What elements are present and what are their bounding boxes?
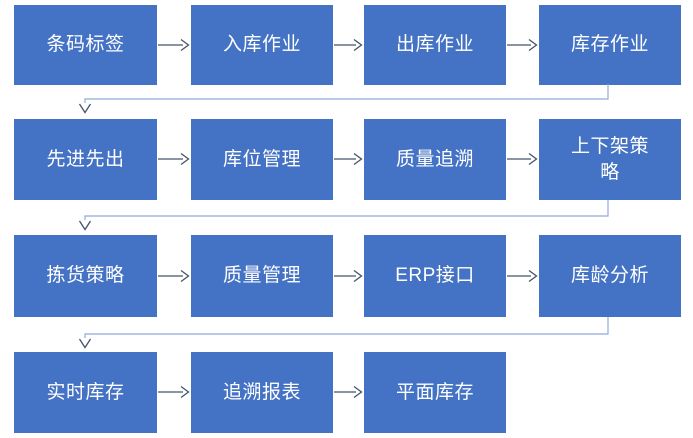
flow-node-拣货策略[interactable]: 拣货策略 [14, 235, 157, 317]
arrow-right-icon [157, 37, 191, 53]
flow-node-label: 平面库存 [395, 381, 474, 403]
flow-node-label: ERP接口 [395, 265, 475, 287]
flow-node-追溯报表[interactable]: 追溯报表 [191, 352, 333, 433]
flow-node-先进先出[interactable]: 先进先出 [14, 119, 157, 200]
flow-node-库存作业[interactable]: 库存作业 [539, 5, 681, 85]
flow-node-label: 先进先出 [46, 148, 125, 170]
flow-node-label: 库龄分析 [570, 265, 649, 287]
arrow-right-icon [333, 384, 364, 400]
arrow-right-icon [333, 268, 364, 284]
arrow-right-icon [506, 268, 539, 284]
flow-node-实时库存[interactable]: 实时库存 [14, 352, 157, 433]
flow-node-入库作业[interactable]: 入库作业 [191, 5, 333, 85]
elbow-connector-down-icon [78, 317, 618, 353]
flow-node-ERP接口[interactable]: ERP接口 [364, 235, 506, 317]
elbow-connector-down-icon [78, 84, 618, 118]
flow-node-平面库存[interactable]: 平面库存 [364, 352, 506, 433]
arrow-right-icon [157, 384, 191, 400]
flow-node-label: 入库作业 [222, 34, 301, 56]
flow-node-库位管理[interactable]: 库位管理 [191, 119, 333, 200]
arrow-right-icon [506, 151, 539, 167]
flow-node-质量追溯[interactable]: 质量追溯 [364, 119, 506, 200]
flow-node-label: 库位管理 [222, 148, 301, 170]
flow-node-出库作业[interactable]: 出库作业 [364, 5, 506, 85]
flow-node-label: 实时库存 [46, 381, 125, 403]
flow-node-label: 质量管理 [222, 265, 301, 287]
flow-node-质量管理[interactable]: 质量管理 [191, 235, 333, 317]
elbow-connector-down-icon [78, 200, 618, 235]
flow-node-label: 追溯报表 [222, 381, 301, 403]
arrow-right-icon [157, 268, 191, 284]
flow-node-label: 出库作业 [395, 34, 474, 56]
flow-node-label: 条码标签 [46, 34, 125, 56]
arrow-right-icon [333, 37, 364, 53]
flow-node-label: 库存作业 [570, 34, 649, 56]
flow-node-条码标签[interactable]: 条码标签 [14, 5, 157, 85]
flow-node-上下架策略[interactable]: 上下架策略 [539, 119, 681, 200]
arrow-right-icon [506, 37, 539, 53]
flow-node-label: 拣货策略 [46, 265, 125, 287]
flow-node-label: 上下架策略 [570, 135, 649, 183]
flow-node-库龄分析[interactable]: 库龄分析 [539, 235, 681, 317]
flow-node-label: 质量追溯 [395, 148, 474, 170]
arrow-right-icon [157, 151, 191, 167]
arrow-right-icon [333, 151, 364, 167]
